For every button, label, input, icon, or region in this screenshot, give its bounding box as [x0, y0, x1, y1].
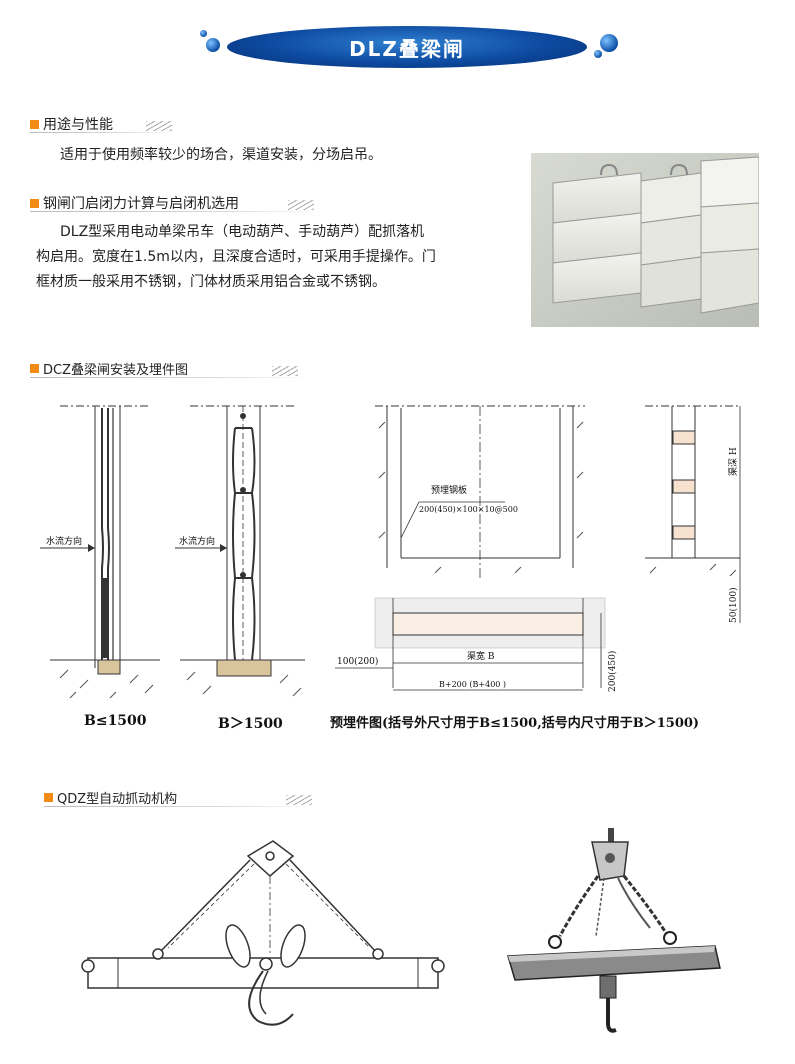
- heading-text: DCZ叠梁闸安装及埋件图: [43, 363, 188, 378]
- drawing-embed-plan: 预埋钢板 200(450)×100×10@500 100(200) 渠宽 B B…: [335, 405, 618, 692]
- embed-plate-label: 预埋钢板: [431, 484, 467, 496]
- width-formula: B+200 (B+400 ): [439, 680, 506, 689]
- caption-b-large: B＞1500: [218, 716, 283, 732]
- heading-text: 钢闸门启闭力计算与启闭机选用: [43, 196, 239, 212]
- heading-stripes: [272, 366, 298, 376]
- dim-200-label: 200(450): [607, 651, 618, 692]
- heading-underline: [30, 211, 320, 212]
- heading-stripes: [146, 121, 172, 131]
- calc-line-2: 构启用。宽度在1.5m以内，且深度合适时，可采用手提操作。门: [36, 249, 436, 265]
- photo-panels-right: [700, 156, 759, 314]
- flow-direction-label-1: 水流方向: [46, 535, 82, 547]
- usage-text: 适用于使用频率较少的场合，渠道安装，分场启吊。: [60, 147, 382, 163]
- heading-underline: [30, 132, 170, 133]
- photo-lift-hook: [600, 163, 618, 176]
- mechanism-drawing: [81, 840, 445, 1026]
- photo-panels-left: [552, 172, 642, 304]
- page-title: DLZ叠梁闸: [349, 36, 465, 61]
- section-heading-install: DCZ叠梁闸安装及埋件图: [30, 359, 188, 378]
- section-heading-calc: 钢闸门启闭力计算与启闭机选用: [30, 193, 239, 213]
- drawing-depth-elevation: 渠深 H 50(100): [645, 405, 741, 623]
- width-label: 渠宽 B: [467, 650, 495, 662]
- depth-label: 渠深 H: [727, 447, 739, 476]
- heading-marker: [30, 198, 39, 208]
- stoplog-photo: [531, 153, 759, 327]
- flow-direction-label-2: 水流方向: [179, 535, 215, 547]
- heading-underline: [30, 377, 310, 378]
- banner-dot-small-right: [594, 50, 602, 58]
- dim-50-label: 50(100): [728, 587, 739, 623]
- calc-line-3: 框材质一般采用不锈钢，门体材质采用铝合金或不锈钢。: [36, 274, 386, 290]
- caption-b-small: B≤1500: [84, 713, 147, 729]
- calc-text: DLZ型采用电动单梁吊车（电动葫芦、手动葫芦）配抓落机 构启用。宽度在1.5m以…: [36, 220, 476, 295]
- heading-marker: [44, 793, 53, 802]
- title-banner: DLZ叠梁闸: [227, 26, 587, 68]
- section-heading-usage: 用途与性能: [30, 114, 113, 134]
- photo-lift-hook: [670, 163, 688, 176]
- drawing-section-large: 水流方向: [175, 405, 305, 697]
- embed-plate-dims: 200(450)×100×10@500: [419, 505, 518, 514]
- drawing-section-small: 水流方向: [40, 405, 160, 699]
- heading-marker: [30, 119, 39, 129]
- banner-dot-small-left: [200, 30, 207, 37]
- heading-text: 用途与性能: [43, 117, 113, 133]
- section-heading-mechanism: QDZ型自动抓动机构: [44, 788, 177, 807]
- banner-dot-large-left: [206, 38, 220, 52]
- photo-panels-middle: [640, 172, 702, 308]
- caption-embed: 预埋件图(括号外尺寸用于B≤1500,括号内尺寸用于B＞1500): [330, 716, 700, 731]
- banner-dot-large-right: [600, 34, 618, 52]
- dim-100-label: 100(200): [337, 656, 378, 667]
- heading-marker: [30, 364, 39, 373]
- heading-text: QDZ型自动抓动机构: [57, 792, 178, 807]
- heading-stripes: [288, 200, 314, 210]
- calc-line-1: DLZ型采用电动单梁吊车（电动葫芦、手动葫芦）配抓落机: [60, 224, 425, 240]
- heading-underline: [44, 806, 314, 807]
- mechanism-photo: [507, 828, 721, 1033]
- heading-stripes: [286, 795, 312, 805]
